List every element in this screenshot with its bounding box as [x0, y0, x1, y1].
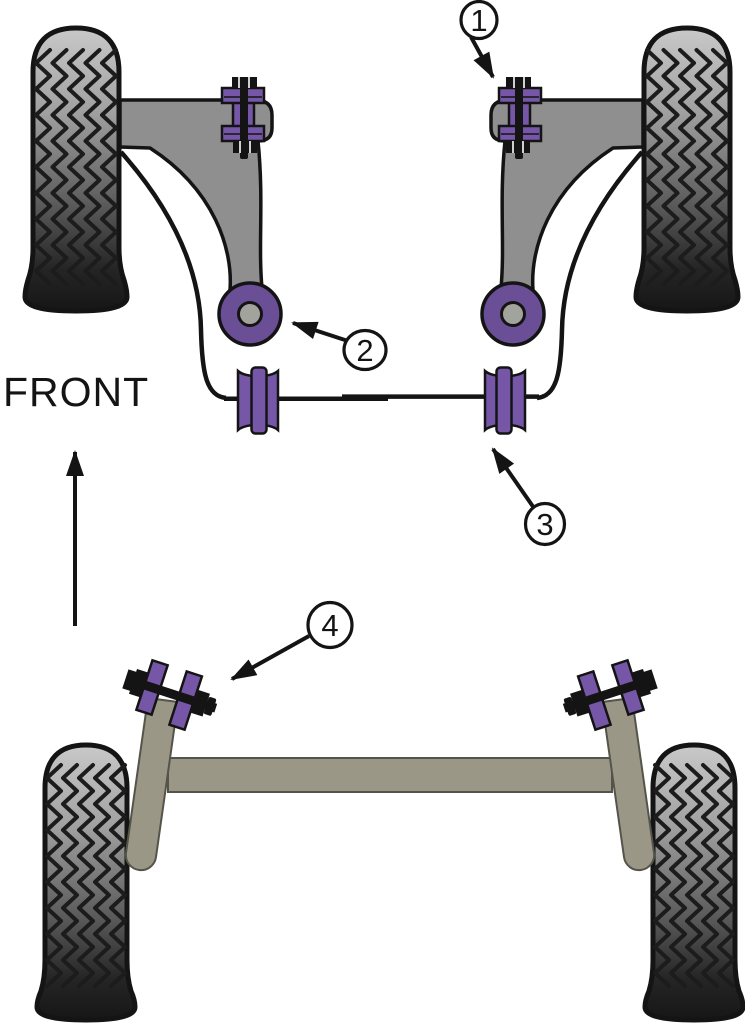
callout-1: 1: [459, 0, 499, 79]
tread-groove: [77, 763, 95, 988]
front-left-tire: [22, 25, 130, 314]
callout-1-arrow: [469, 36, 495, 79]
callout-2-arrow: [291, 321, 349, 343]
arb-bushing-right: [483, 366, 527, 435]
bolt-shaft: [240, 79, 248, 154]
rear-trailing-arm: [124, 696, 180, 872]
end-nut: [191, 690, 210, 717]
rear-right-wheel-assembly: [556, 654, 743, 1020]
front-arm-rear-bushing: [217, 281, 283, 347]
bolt-tip: [203, 697, 217, 716]
bolt-tip: [240, 153, 248, 159]
callout-3-arrow: [491, 447, 536, 510]
callout-2: 2: [291, 321, 388, 372]
front-right-wheel-assembly: [482, 28, 738, 398]
callout-4-circle: [306, 600, 354, 650]
callout-2-number: 2: [356, 333, 373, 368]
tread-groove: [34, 48, 52, 286]
tread-groove: [50, 48, 69, 286]
tread-groove: [100, 48, 118, 286]
lower-nut: [233, 141, 257, 153]
arb-bushing-left: [236, 366, 280, 435]
callout-4-arrow: [230, 634, 310, 681]
callout-3-circle: [523, 501, 567, 547]
tread-groove: [83, 48, 102, 286]
callout-3: 3: [491, 447, 567, 547]
callout-1-number: 1: [470, 3, 487, 38]
tread-groove: [61, 763, 79, 988]
tread-groove: [67, 48, 85, 286]
rear-left-wheel-assembly: [34, 658, 218, 1023]
front-tire-tread: [34, 48, 118, 286]
round-bushing-core: [237, 301, 263, 327]
front-left-wheel-assembly: [22, 25, 283, 401]
tread-groove: [109, 763, 127, 988]
rear-beam-front-bushing: [122, 658, 218, 732]
arb-bushing-band: [250, 366, 268, 435]
front-label: FRONT: [3, 369, 149, 415]
front-arm-front-bushing: [220, 77, 266, 159]
tread-groove: [93, 763, 111, 988]
callout-1-circle: [459, 0, 499, 41]
callout-2-circle: [342, 328, 388, 372]
callout-4: 4: [230, 600, 354, 681]
rear-beam-axle: [167, 757, 613, 793]
rear-tire-tread: [45, 763, 127, 988]
bolt-head-nut: [232, 77, 257, 88]
callout-4-number: 4: [321, 608, 338, 643]
tread-groove: [45, 763, 63, 988]
rear-left-tire: [34, 742, 138, 1023]
anti-roll-bar-end: [119, 150, 227, 401]
callout-3-number: 3: [536, 507, 553, 542]
